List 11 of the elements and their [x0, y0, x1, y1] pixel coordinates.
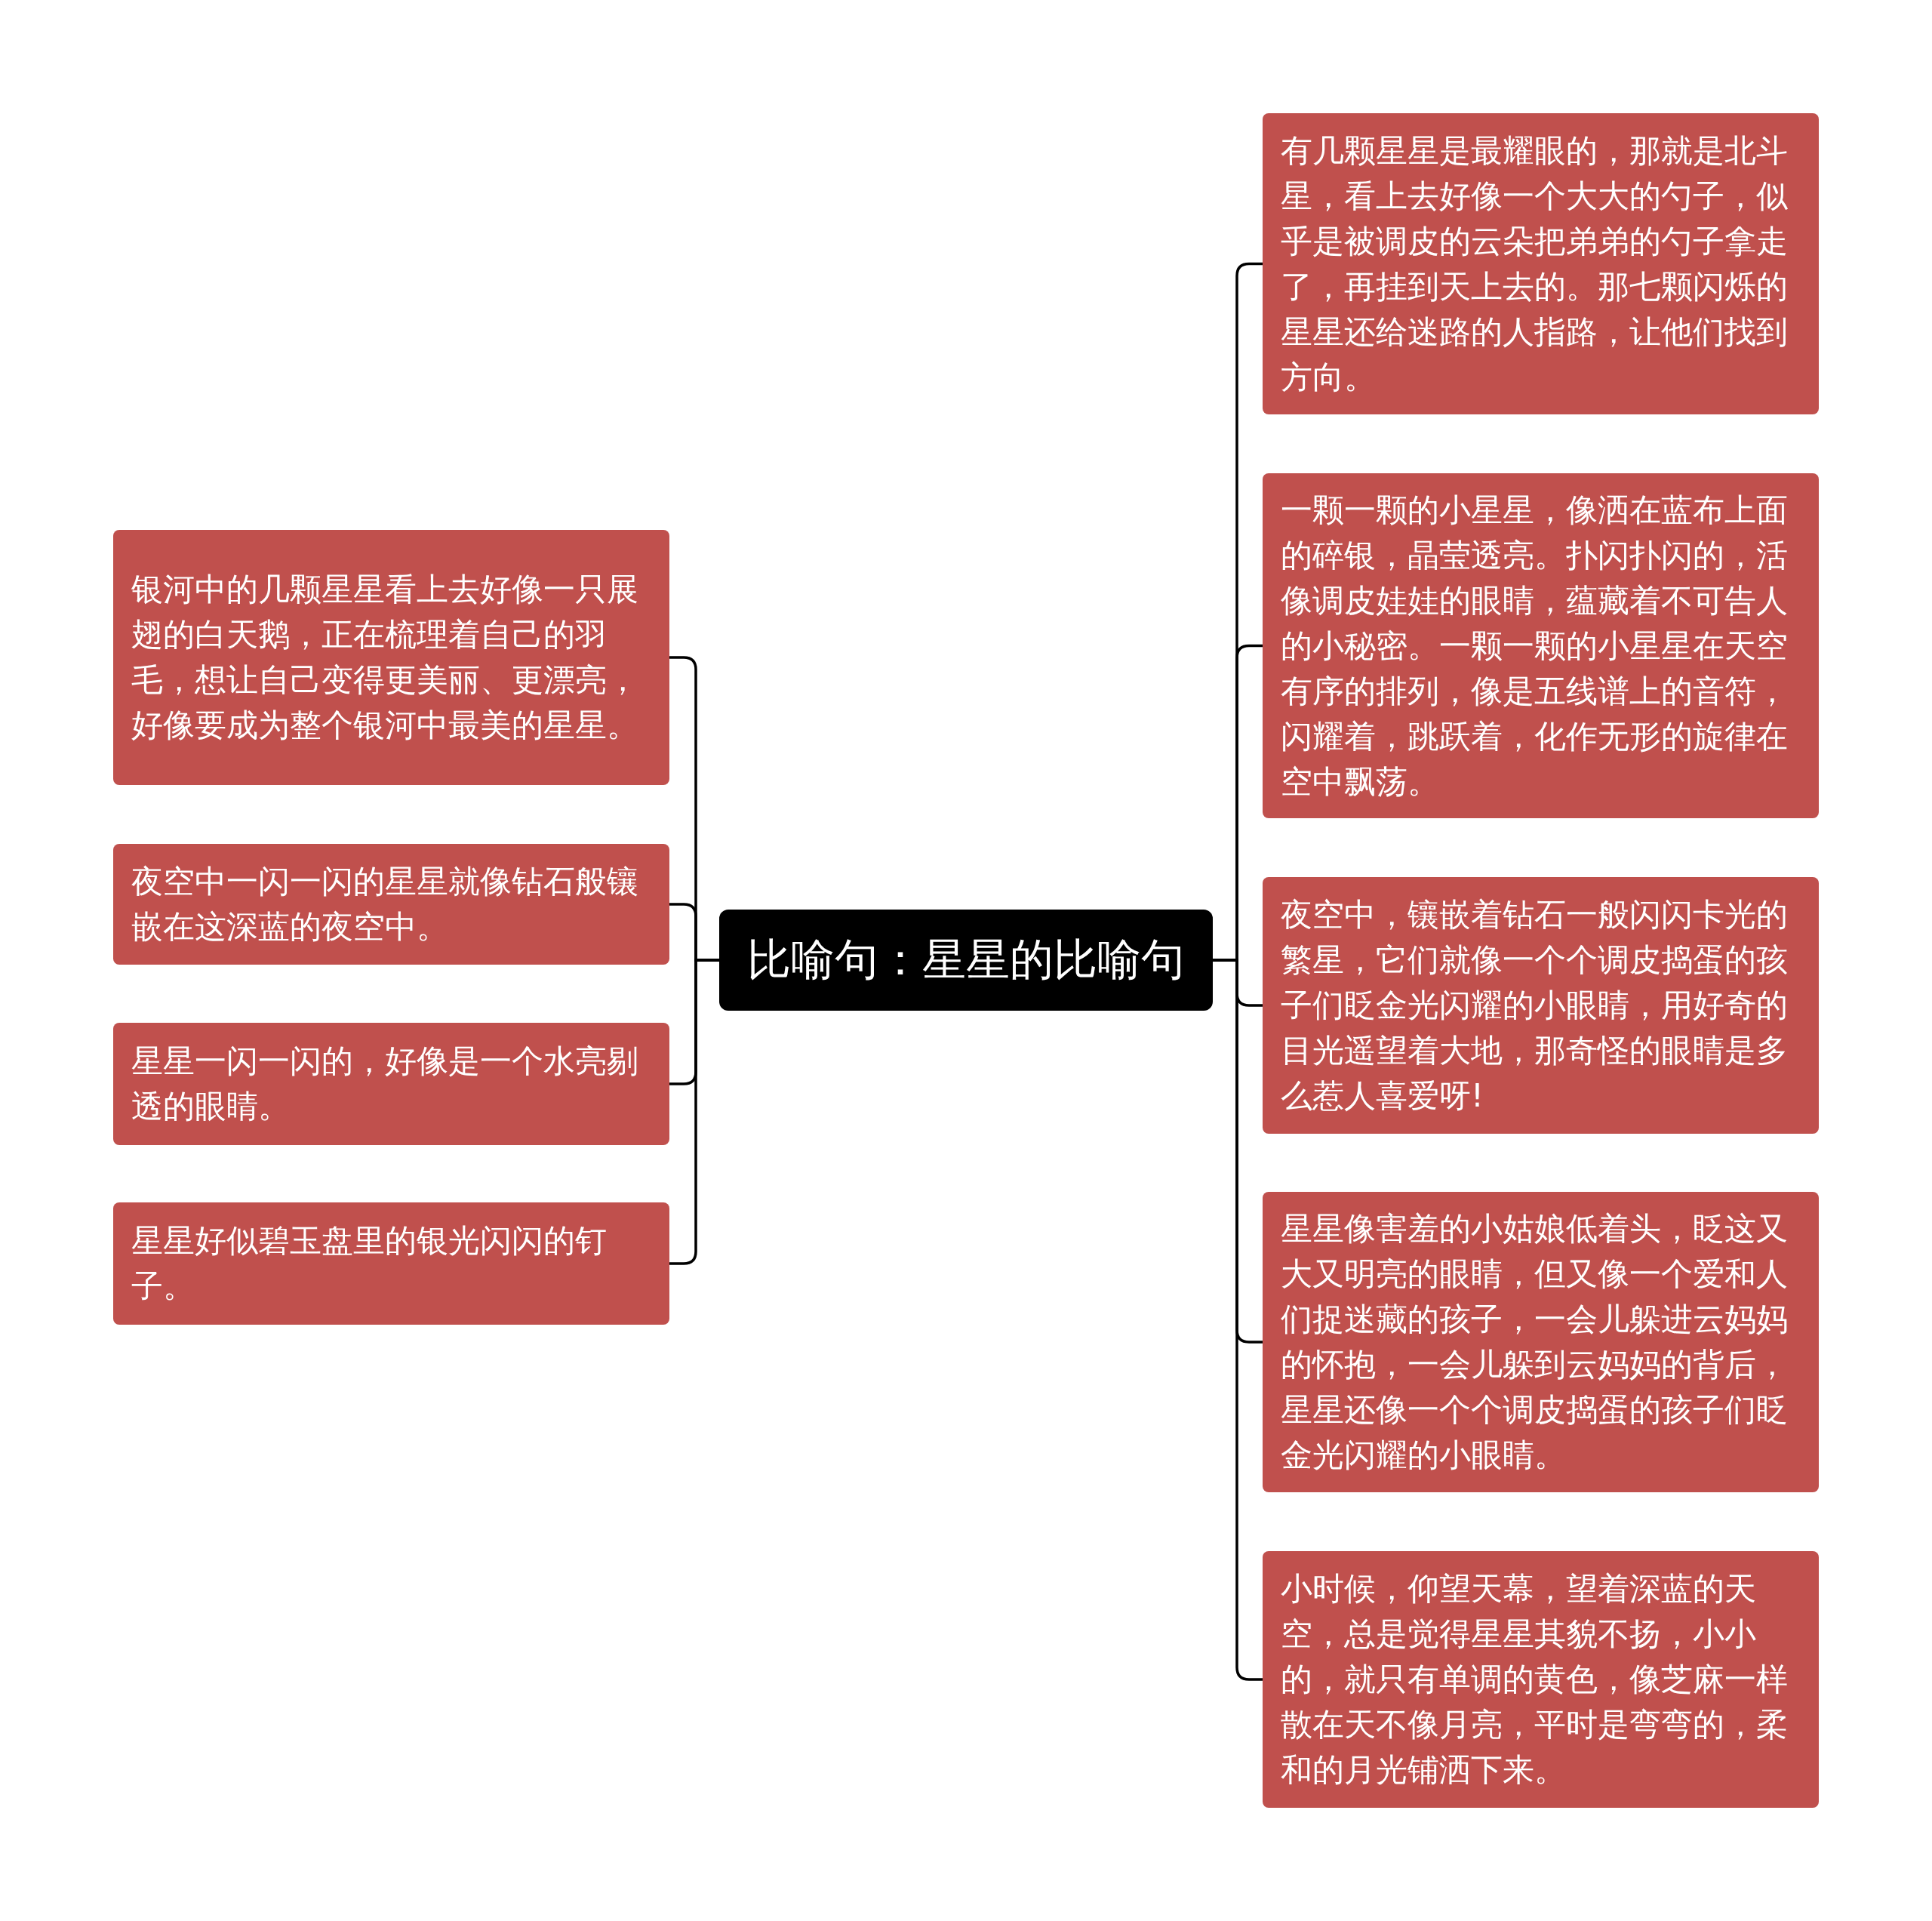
subtopic-box: 星星像害羞的小姑娘低着头，眨这又大又明亮的眼睛，但又像一个爱和人们捉迷藏的孩子，一会儿躲进云妈妈的怀抱，一会儿躲到云妈妈的背后，星星还像一个个调皮捣蛋的孩子们眨金光闪耀的小眼睛。	[1263, 1192, 1819, 1492]
connector-line	[669, 959, 719, 1265]
subtopic-box: 星星一闪一闪的，好像是一个水亮剔透的眼睛。	[113, 1023, 669, 1145]
central-topic: 比喻句：星星的比喻句	[719, 910, 1213, 1011]
subtopic-box: 小时候，仰望天幕，望着深蓝的天空，总是觉得星星其貌不扬，小小的，就只有单调的黄色，像芝麻一样散在天不像月亮，平时是弯弯的，柔和的月光铺洒下来。	[1263, 1551, 1819, 1808]
subtopic-box: 星星好似碧玉盘里的银光闪闪的钉子。	[113, 1202, 669, 1325]
subtopic-box: 有几颗星星是最耀眼的，那就是北斗星，看上去好像一个大大的勺子，似乎是被调皮的云朵把弟弟的勺子拿走了，再挂到天上去的。那七颗闪烁的星星还给迷路的人指路，让他们找到方向。	[1263, 113, 1819, 414]
subtopic-box: 夜空中一闪一闪的星星就像钻石般镶嵌在这深蓝的夜空中。	[113, 844, 669, 965]
subtopic-box: 银河中的几颗星星看上去好像一只展翅的白天鹅，正在梳理着自己的羽毛，想让自己变得更美丽、更漂亮，好像要成为整个银河中最美的星星。	[113, 530, 669, 785]
subtopic-box: 夜空中，镶嵌着钻石一般闪闪卡光的繁星，它们就像一个个调皮捣蛋的孩子们眨金光闪耀的小眼睛，用好奇的目光遥望着大地，那奇怪的眼睛是多么惹人喜爱呀!	[1263, 877, 1819, 1134]
subtopic-box: 一颗一颗的小星星，像洒在蓝布上面的碎银，晶莹透亮。扑闪扑闪的，活像调皮娃娃的眼睛，蕴藏着不可告人的小秘密。一颗一颗的小星星在天空有序的排列，像是五线谱上的音符，闪耀着，跳跃着，化作无形的旋律在空中飘荡。	[1263, 473, 1819, 818]
